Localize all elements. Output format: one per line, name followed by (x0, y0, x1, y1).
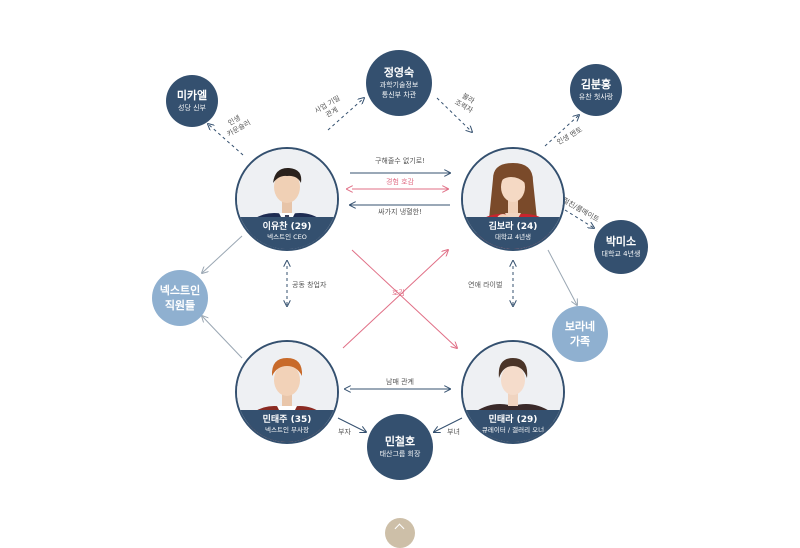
character-yoochan-role: 넥스트인 CEO (267, 233, 307, 241)
node-bora-family-name-2: 가족 (569, 335, 591, 348)
character-bora-banner: 김보라 (24) 대학교 4년생 (463, 217, 563, 249)
label-taera-cheolho: 부녀 (447, 428, 460, 436)
edge-youngsook-bora (436, 97, 472, 132)
character-yoochan-banner: 이유찬 (29) 넥스트인 CEO (237, 217, 337, 249)
node-misoo-name: 박미소 (605, 235, 637, 248)
node-cheolho[interactable]: 민철호 태산그룹 회장 (367, 414, 433, 480)
character-taera-banner: 민태라 (29) 큐레이터 / 갤러리 오너 (463, 410, 563, 442)
node-youngsook-name: 정영숙 (383, 66, 415, 79)
node-michael-name: 미카엘 (176, 89, 208, 102)
edge-taeju-cheolho (337, 417, 366, 432)
edge-taeju-staff (202, 316, 243, 359)
character-taeju-name: 민태주 (35) (262, 415, 312, 425)
node-misoo-role: 대학교 4년생 (601, 250, 641, 258)
edge-yoochan-youngsook (327, 98, 364, 131)
scroll-up-button[interactable] (385, 518, 415, 548)
character-bora-role: 대학교 4년생 (494, 233, 532, 241)
label-yoochan-taeju: 공동 창업자 (292, 281, 327, 289)
node-nextin-staff-name-2: 직원들 (164, 299, 196, 312)
node-michael-role: 성당 신부 (178, 104, 206, 112)
connection-lines (0, 0, 800, 534)
label-bora-taera: 연애 라이벌 (468, 281, 503, 289)
edge-yoochan-staff (202, 235, 243, 273)
character-taeju-role: 넥스트인 부사장 (265, 426, 309, 434)
node-nextin-staff[interactable]: 넥스트인 직원들 (152, 270, 208, 326)
label-bora-to-yoochan: 싸가지 냉혈한! (378, 208, 422, 216)
character-bora-name: 김보라 (24) (488, 222, 538, 232)
node-nextin-staff-name-1: 넥스트인 (159, 284, 201, 297)
edge-cross-taeju-bora (342, 250, 448, 349)
node-bunhong-name: 김분홍 (580, 78, 612, 91)
character-yoochan-name: 이유찬 (29) (262, 222, 312, 232)
node-michael[interactable]: 미카엘 성당 신부 (166, 75, 218, 127)
node-misoo[interactable]: 박미소 대학교 4년생 (594, 220, 648, 274)
label-taeju-cheolho: 부자 (338, 428, 351, 436)
character-taera-name: 민태라 (29) (488, 415, 538, 425)
label-taeju-taera: 남매 관계 (386, 378, 414, 386)
character-taera-role: 큐레이터 / 갤러리 오너 (481, 426, 545, 434)
label-cross: 호감 (392, 289, 405, 297)
character-taera[interactable]: 민태라 (29) 큐레이터 / 갤러리 오너 (461, 340, 565, 444)
character-yoochan[interactable]: 이유찬 (29) 넥스트인 CEO (235, 147, 339, 251)
edge-bora-family (547, 249, 577, 305)
character-taeju-banner: 민태주 (35) 넥스트인 부사장 (237, 410, 337, 442)
node-cheolho-role: 태산그룹 회장 (379, 450, 421, 458)
chevron-up-icon (394, 523, 405, 534)
character-taeju[interactable]: 민태주 (35) 넥스트인 부사장 (235, 340, 339, 444)
node-bunhong[interactable]: 김분홍 유찬 첫사랑 (570, 64, 622, 116)
edge-taera-cheolho (434, 417, 463, 432)
label-yoochan-to-bora: 구해줄수 없기로! (374, 157, 426, 165)
node-cheolho-name: 민철호 (384, 435, 416, 448)
node-youngsook-role-2: 통신부 차관 (381, 91, 417, 99)
node-youngsook-role-1: 과학기술정보 (379, 81, 419, 89)
node-bora-family-name-1: 보라네 (564, 320, 596, 333)
node-youngsook[interactable]: 정영숙 과학기술정보 통신부 차관 (366, 50, 432, 116)
label-pink-mutual: 경험 호감 (386, 178, 414, 186)
edge-bora-bunhong (544, 115, 579, 147)
node-bunhong-role: 유찬 첫사랑 (578, 93, 614, 101)
character-bora[interactable]: 김보라 (24) 대학교 4년생 (461, 147, 565, 251)
edge-cross-yoochan-taera (351, 249, 457, 348)
